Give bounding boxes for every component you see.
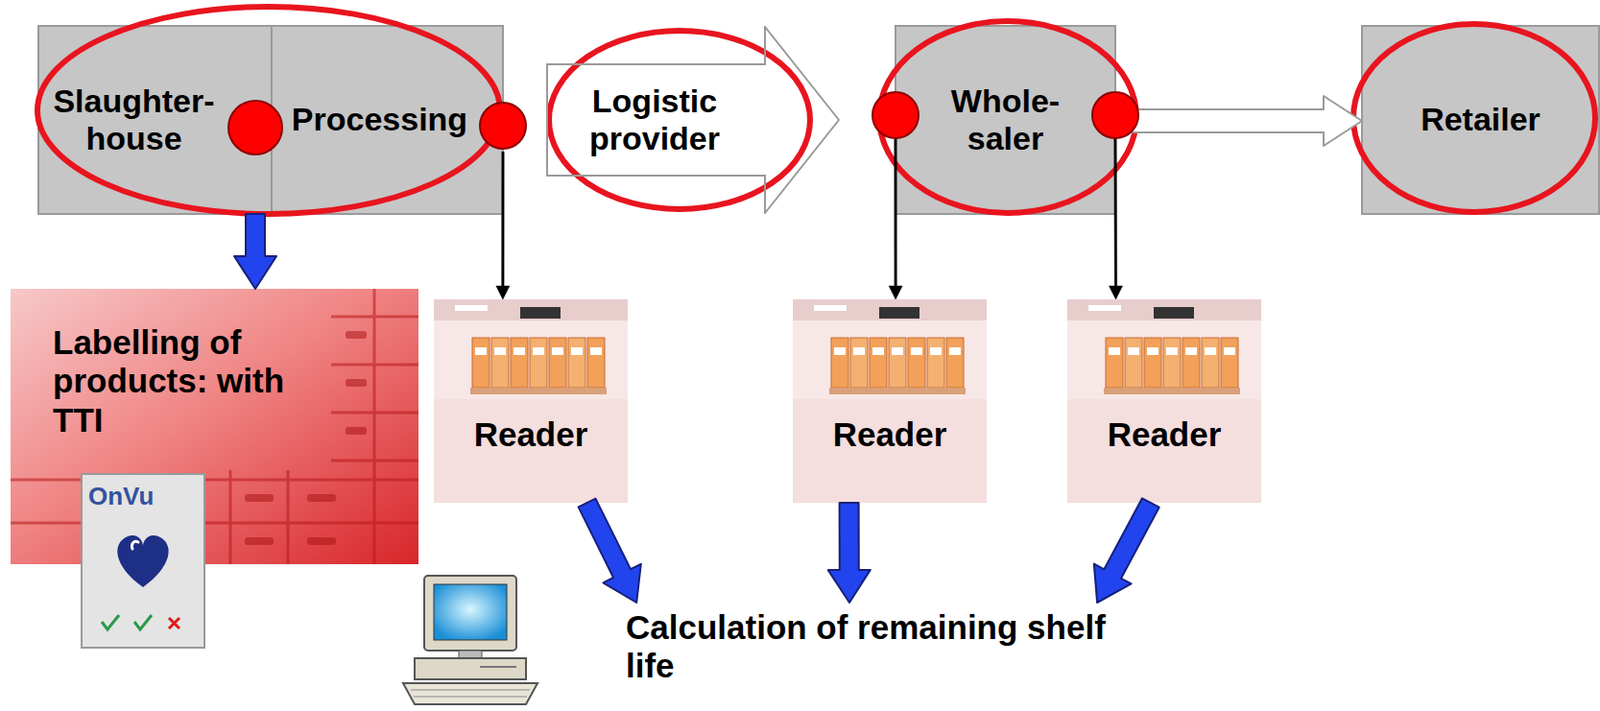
flow-arrow <box>578 499 642 603</box>
text-group: Reader <box>474 415 589 454</box>
photo-panel: Labelling of products: with TTI <box>10 288 419 565</box>
computer-icon-part <box>414 658 526 680</box>
computer-icon-part-part <box>410 690 530 692</box>
crates-photo-part-part <box>345 427 367 435</box>
crates-photo-part-part <box>307 494 336 502</box>
arrow-box: Logistic provider <box>546 25 840 215</box>
crates-photo-part-part <box>244 537 274 546</box>
process-box: Retailer <box>1361 25 1600 215</box>
computer-icon-part <box>458 650 482 659</box>
reader-points-part-part <box>479 102 526 149</box>
highlight-ellipses <box>37 6 1596 215</box>
tti-tag-part <box>117 535 168 588</box>
reader-photos-part <box>792 299 987 503</box>
reader-arrow <box>496 151 510 300</box>
crates-photo-part <box>10 288 419 565</box>
crates-photo-part-part <box>244 494 274 502</box>
reader-photos-part <box>1067 299 1262 503</box>
reader-points-part-part <box>872 92 919 139</box>
computer-icon-part <box>403 683 538 705</box>
crates-photo-part-part <box>345 379 367 387</box>
process-box: Whole- saler <box>895 25 1116 215</box>
text-group: Calculation of remaining shelf life <box>625 608 1135 687</box>
text-group: Slaughter- house <box>45 82 223 158</box>
computer-icon-part <box>410 690 530 697</box>
highlight-ellipses-part <box>37 6 501 215</box>
node-label: Reader <box>1107 415 1222 454</box>
tti-tag-part <box>81 474 205 648</box>
text-group: Logistic provider <box>582 82 727 158</box>
highlight-ellipses-part <box>1353 23 1596 213</box>
flow-arrow <box>828 502 871 603</box>
flow-arrow <box>1094 498 1160 603</box>
text-group: Reader <box>833 415 948 454</box>
computer-icon-part-part <box>413 696 527 698</box>
crates-photo-part <box>10 288 419 565</box>
crates-photo-part-part <box>345 331 367 339</box>
reader-photo: Reader <box>433 299 628 503</box>
reader-points-part-part <box>228 100 283 155</box>
node-label: Retailer <box>1420 100 1541 139</box>
text-group: Processing <box>291 100 468 139</box>
reader-photos <box>433 299 1262 503</box>
node-label: Processing <box>291 100 468 139</box>
node-label: Slaughter- house <box>45 82 223 158</box>
node-label: Reader <box>474 415 589 454</box>
gray-boxes-part <box>895 25 1116 215</box>
tti-tag-part <box>134 615 152 630</box>
crates-photo-part-part <box>10 478 419 482</box>
arrow-outline <box>547 26 839 214</box>
tti-tag-part <box>101 615 120 630</box>
reader-points-part-part <box>1092 92 1139 139</box>
text-group: Labelling of products: with TTI <box>52 323 332 440</box>
crates-photo-part-part <box>229 470 233 565</box>
gray-boxes <box>38 25 1600 215</box>
flow-arrow <box>234 214 277 289</box>
computer-icon-part <box>433 584 507 641</box>
tti-tag-part <box>131 541 139 550</box>
crates-photo-part-part <box>10 522 419 526</box>
reader-arrow <box>888 139 903 300</box>
node-label: Whole- saler <box>943 82 1069 158</box>
gray-boxes-part <box>271 25 503 215</box>
node-label: Reader <box>833 415 948 454</box>
tti-tag <box>81 474 205 648</box>
node-label: Calculation of remaining shelf life <box>625 608 1135 687</box>
text-group: Retailer <box>1420 100 1541 139</box>
reader-photo: Reader <box>792 299 987 503</box>
delivery-arrow <box>1115 95 1362 146</box>
process-box: Processing <box>271 25 503 215</box>
tti-tag-part <box>168 618 180 629</box>
brand-label: OnVu <box>88 481 154 512</box>
result-text: Calculation of remaining shelf life <box>625 602 1164 699</box>
process-box: Slaughter- house <box>38 25 272 215</box>
reader-photo: Reader <box>1067 299 1262 503</box>
node-label: Logistic provider <box>582 82 727 158</box>
text-group: Whole- saler <box>943 82 1069 158</box>
computer-icon <box>403 575 538 705</box>
highlight-ellipses-part <box>549 30 811 210</box>
crates-photo-part-part <box>286 470 290 565</box>
crates-photo-part-part <box>373 288 377 565</box>
computer-icon-part <box>479 666 517 669</box>
text-group: Reader <box>1107 415 1222 454</box>
crates-photo <box>10 288 419 565</box>
reader-photos-part <box>433 299 628 503</box>
node-label: Labelling of products: with TTI <box>52 323 332 440</box>
crates-photo-part-part <box>307 537 336 546</box>
computer-icon-part <box>424 575 517 651</box>
reader-arrow <box>1109 139 1123 300</box>
